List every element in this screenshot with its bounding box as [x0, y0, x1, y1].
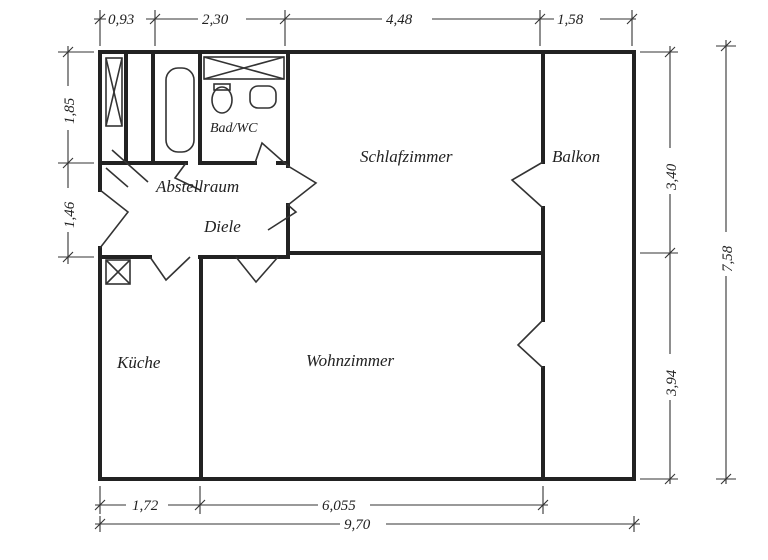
- room-label-kueche: Küche: [116, 353, 161, 372]
- bottom-segment-labels: 1,72 6,055: [126, 496, 370, 514]
- dim-top-3: 4,48: [386, 12, 413, 28]
- dim-right-2: 3,94: [664, 369, 680, 397]
- dim-top-4: 1,58: [557, 12, 584, 28]
- dim-left-2: 1,46: [62, 201, 78, 228]
- bathroom-shaft: [203, 56, 285, 80]
- right-segment-dimension: [640, 46, 678, 485]
- room-label-balkon: Balkon: [552, 147, 600, 166]
- left-dimension-labels: 1,85 1,46: [60, 86, 78, 232]
- kitchen-vent: [105, 259, 131, 285]
- bathtub: [165, 67, 195, 153]
- dim-right-1: 3,40: [664, 163, 680, 191]
- room-label-bad-wc: Bad/WC: [210, 121, 258, 136]
- bottom-total-label: 9,70: [340, 515, 386, 533]
- top-dimension-labels: 0,93 2,30 4,48 1,58: [106, 10, 600, 28]
- room-label-wohnzimmer: Wohnzimmer: [306, 351, 395, 370]
- toilet: [211, 83, 233, 114]
- dim-bottom-1: 1,72: [132, 498, 159, 514]
- dim-top-2: 2,30: [202, 12, 229, 28]
- room-label-abstellraum: Abstellraum: [155, 177, 239, 196]
- dim-bottom-2: 6,055: [322, 498, 356, 514]
- right-total-label: 7,58: [718, 232, 736, 276]
- dim-top-1: 0,93: [108, 12, 134, 28]
- room-label-schlafzimmer: Schlafzimmer: [360, 147, 453, 166]
- room-label-diele: Diele: [203, 217, 241, 236]
- right-segment-labels: 3,40 3,94: [662, 148, 680, 400]
- dim-bottom-total: 9,70: [344, 517, 371, 533]
- top-dimension: [94, 10, 638, 46]
- dim-left-1: 1,85: [62, 97, 78, 124]
- sink: [249, 85, 277, 109]
- interior-walls: [98, 50, 545, 481]
- shaft-left: [105, 57, 123, 127]
- dim-right-total: 7,58: [720, 245, 736, 272]
- door-swings: [99, 141, 544, 369]
